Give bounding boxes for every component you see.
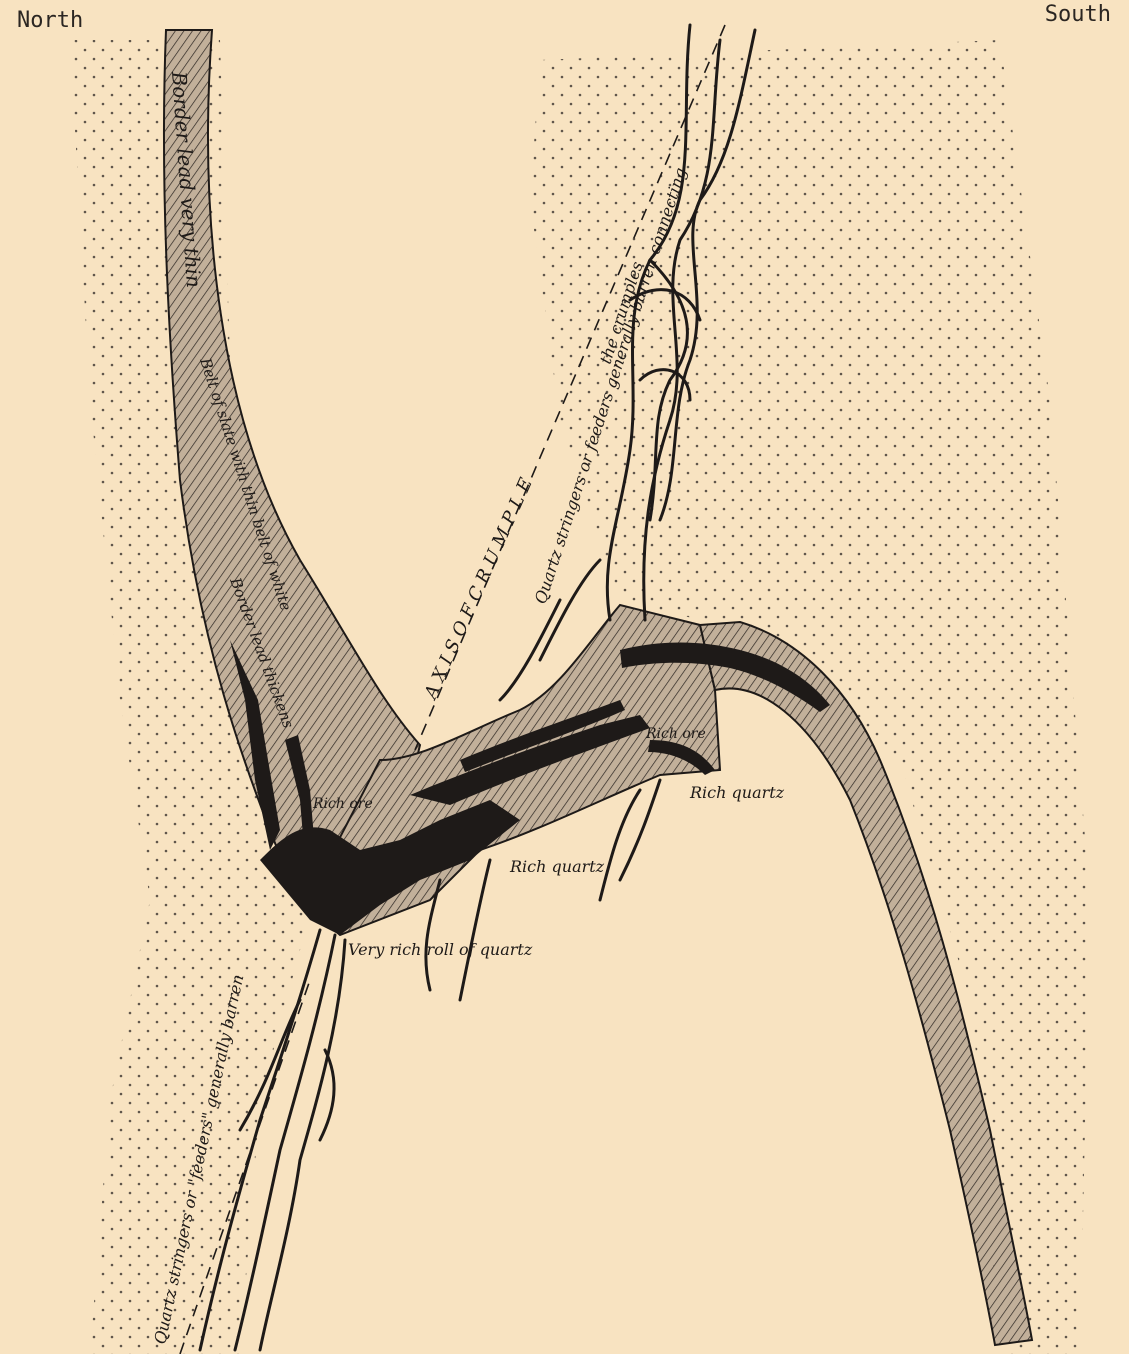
label-axis-of-crumple: A X I S O F C R U M P L E <box>420 475 537 704</box>
label-rich-ore-left: Rich ore <box>312 796 373 812</box>
label-rich-quartz-center: Rich quartz <box>509 857 605 876</box>
label-rich-quartz-right: Rich quartz <box>689 783 785 802</box>
label-very-rich-roll: Very rich roll of quartz <box>348 940 533 959</box>
label-rich-ore-right: Rich ore <box>645 726 706 742</box>
